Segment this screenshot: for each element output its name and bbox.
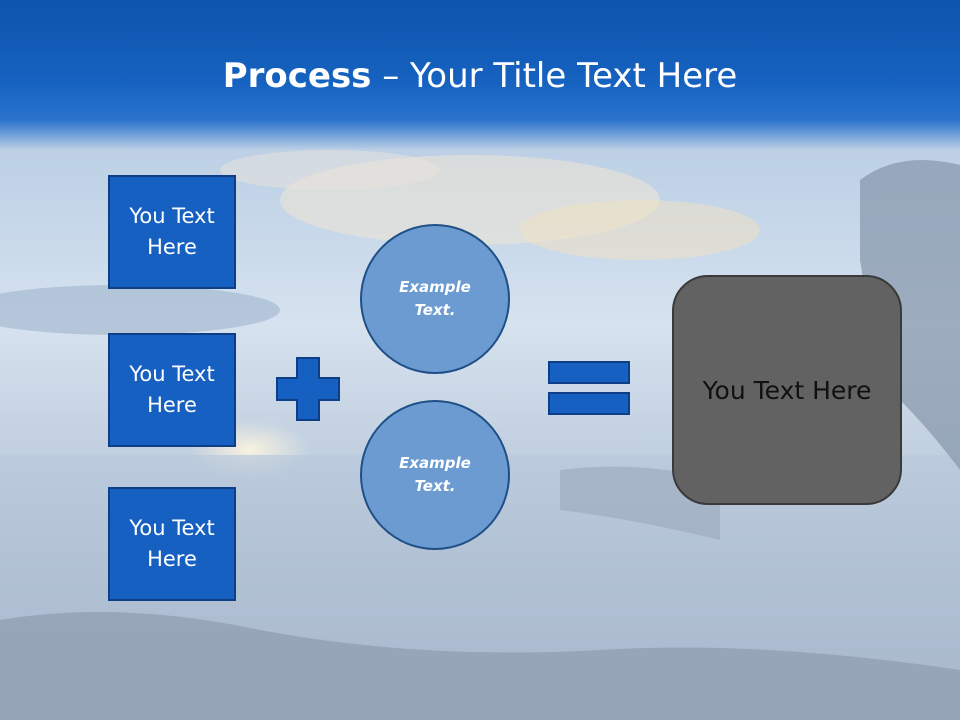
example-circle-2[interactable]: Example Text. (360, 400, 510, 550)
input-box-1[interactable]: You Text Here (108, 175, 236, 289)
plus-icon (276, 357, 340, 421)
result-box[interactable]: You Text Here (672, 275, 902, 505)
slide-title[interactable]: Process – Your Title Text Here (0, 52, 960, 100)
input-box-label: You Text Here (129, 362, 215, 417)
title-rest-part: – Your Title Text Here (371, 56, 738, 96)
input-box-2[interactable]: You Text Here (108, 333, 236, 447)
example-circle-label: Example Text. (399, 278, 471, 319)
equals-icon (548, 361, 630, 415)
input-box-3[interactable]: You Text Here (108, 487, 236, 601)
input-box-label: You Text Here (129, 516, 215, 571)
title-bold-part: Process (222, 56, 372, 96)
example-circle-label: Example Text. (399, 454, 471, 495)
result-label: You Text Here (702, 375, 872, 405)
input-box-label: You Text Here (129, 204, 215, 259)
title-bar (0, 0, 960, 150)
example-circle-1[interactable]: Example Text. (360, 224, 510, 374)
